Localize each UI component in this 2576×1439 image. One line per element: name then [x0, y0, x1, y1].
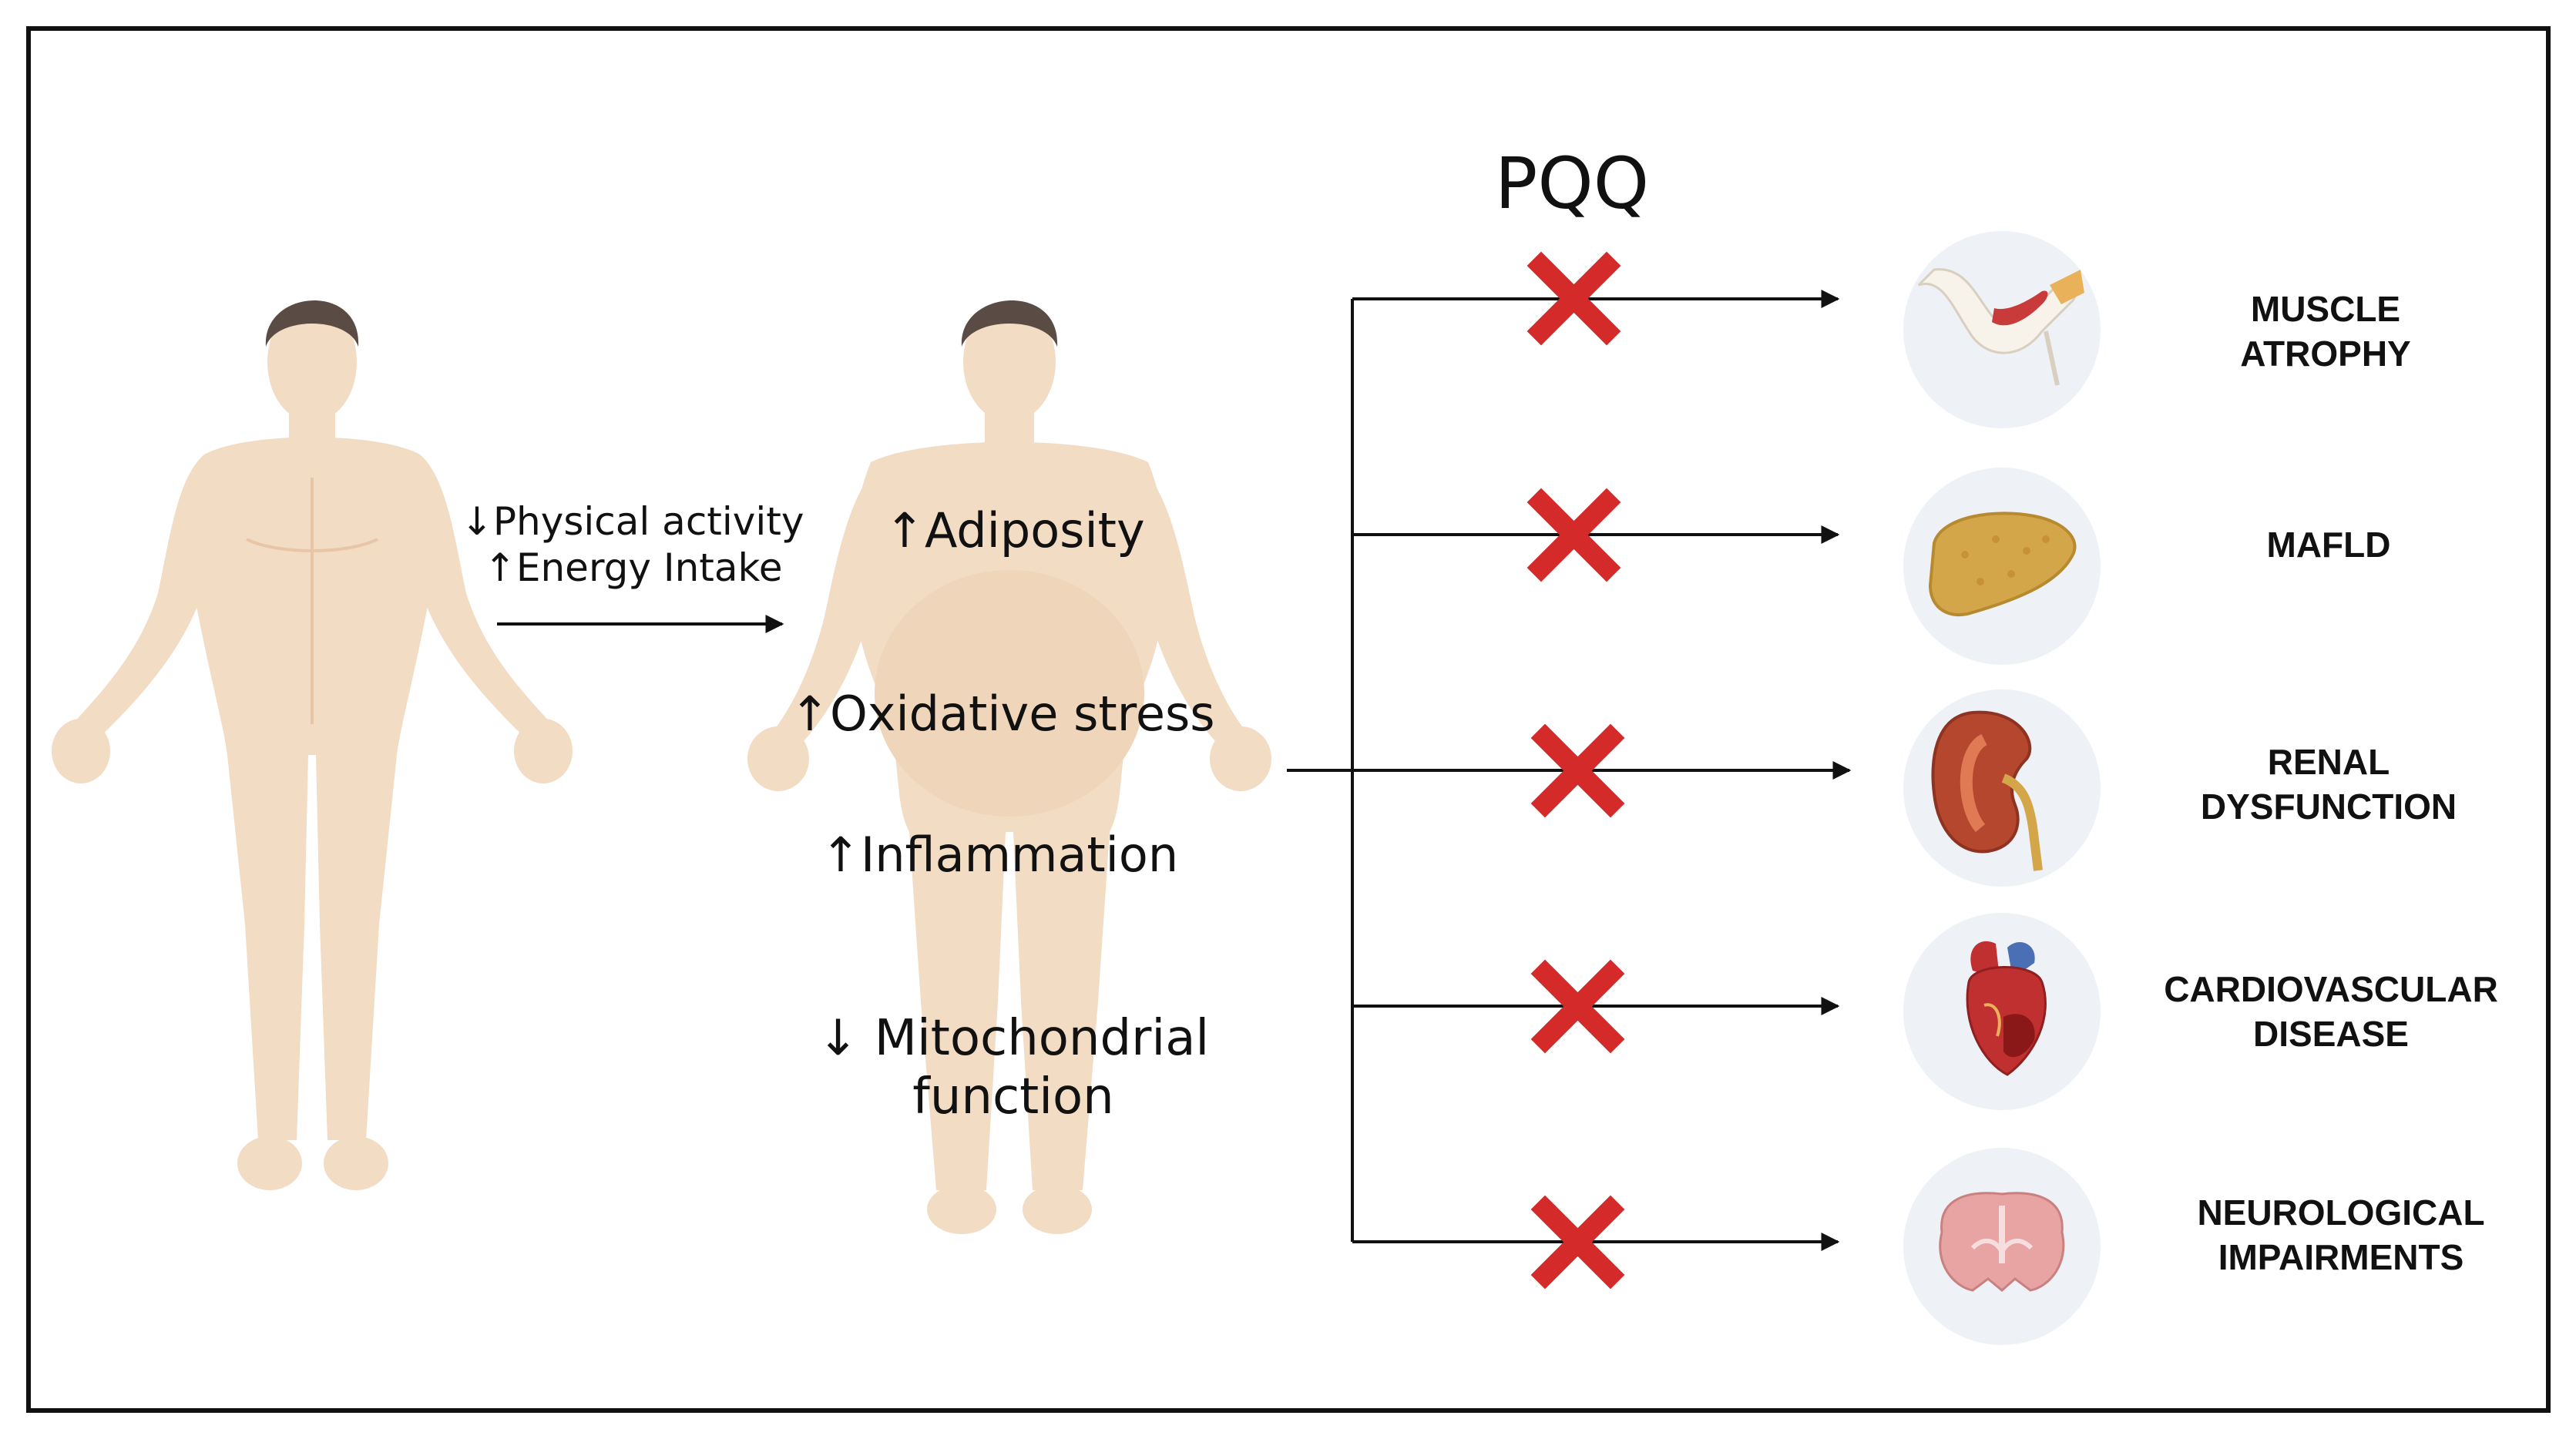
- outcome-mafld: MAFLD: [2267, 522, 2391, 567]
- lean-body-figure: [52, 300, 573, 1190]
- outcome-neurological-impairments: NEUROLOGICAL IMPAIRMENTS: [2197, 1190, 2484, 1280]
- lifestyle-label-energy-intake: ↑Energy Intake: [484, 545, 783, 590]
- arm-muscle-icon: [1903, 231, 2101, 428]
- block-x-icon: [1526, 488, 1621, 582]
- kidney-icon: [1903, 689, 2101, 887]
- liver-icon: [1903, 468, 2101, 665]
- obese-body-figure: [747, 300, 1271, 1234]
- figure-frame: [26, 26, 2551, 1413]
- outcome-line: MUSCLE: [2250, 289, 2401, 329]
- heart-icon: [1903, 913, 2101, 1110]
- block-x-icon: [1530, 1195, 1625, 1290]
- outcome-cardiovascular-disease: CARDIOVASCULAR DISEASE: [2164, 967, 2498, 1056]
- branch-connector: [1287, 290, 1852, 1251]
- effect-mitochondrial-function: ↓ Mitochondrial function: [818, 1009, 1209, 1126]
- block-x-icon: [1526, 251, 1621, 346]
- block-x-icon: [1530, 723, 1625, 818]
- outcome-line: RENAL: [2267, 742, 2390, 782]
- outcome-line: CARDIOVASCULAR: [2164, 969, 2498, 1009]
- outcome-renal-dysfunction: RENAL DYSFUNCTION: [2201, 740, 2457, 829]
- brain-icon: [1903, 1148, 2101, 1345]
- outcome-muscle-atrophy: MUSCLE ATROPHY: [2240, 287, 2411, 376]
- effect-mitochondrial-line1: ↓ Mitochondrial: [817, 1010, 1210, 1067]
- pqq-label: PQQ: [1494, 143, 1650, 225]
- lifestyle-label-physical-activity: ↓Physical activity: [461, 499, 804, 544]
- effect-oxidative-stress: ↑Oxidative stress: [790, 686, 1215, 742]
- effect-adiposity: ↑Adiposity: [885, 502, 1145, 558]
- effect-inflammation: ↑Inflammation: [821, 827, 1179, 883]
- effect-mitochondrial-line2: function: [912, 1068, 1114, 1125]
- outcome-line: DISEASE: [2253, 1014, 2409, 1054]
- block-x-icon: [1530, 959, 1625, 1054]
- outcome-line: NEUROLOGICAL: [2197, 1192, 2485, 1233]
- outcome-line: IMPAIRMENTS: [2218, 1237, 2464, 1277]
- outcome-line: MAFLD: [2266, 525, 2391, 565]
- outcome-line: ATROPHY: [2240, 334, 2411, 374]
- outcome-line: DYSFUNCTION: [2200, 787, 2457, 827]
